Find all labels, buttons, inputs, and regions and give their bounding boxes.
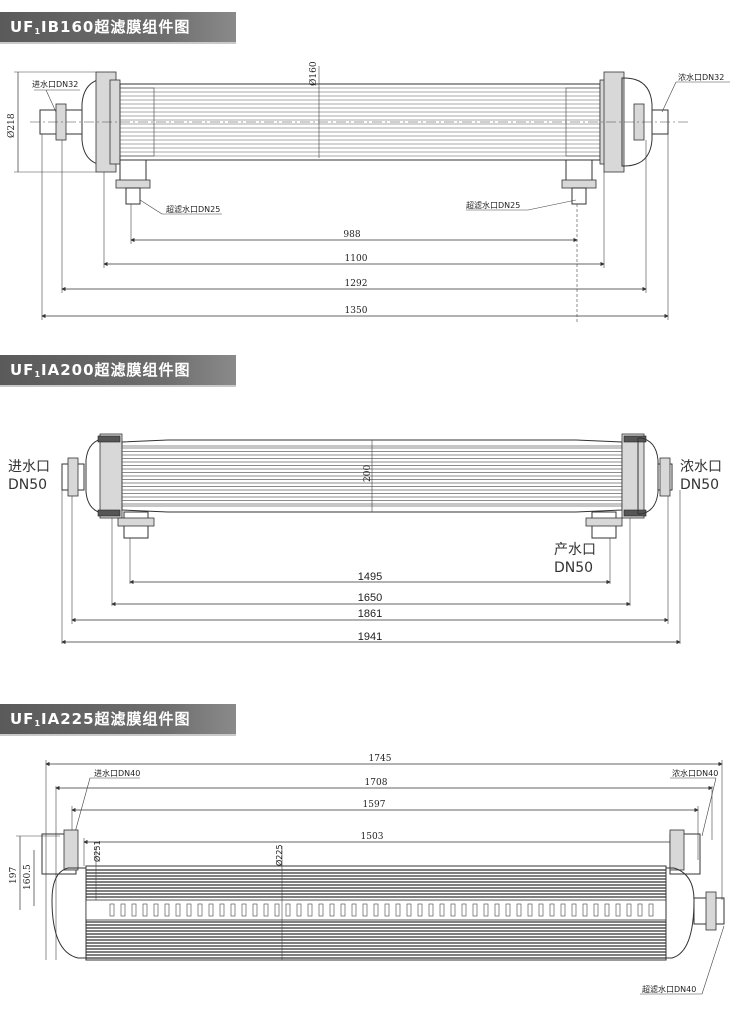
perforation-slot xyxy=(131,903,137,917)
perforation-slot xyxy=(593,903,599,917)
small-diameter-label: Ø251 xyxy=(92,840,102,862)
section-title-ia200: UF1IA200超滤膜组件图 xyxy=(0,355,236,385)
perforation-slot xyxy=(527,903,533,917)
perforation-slot xyxy=(384,903,390,917)
perforation-slot xyxy=(175,903,181,917)
perforation-slot xyxy=(406,903,412,917)
height-label: 160.5 xyxy=(23,864,33,890)
section-title-underline xyxy=(0,385,236,387)
diameter-label: Ø225 xyxy=(274,844,284,866)
dimension-label: 1100 xyxy=(345,254,368,264)
perforation-slot xyxy=(307,903,313,917)
perforation-slot xyxy=(516,903,522,917)
height-label: 197 xyxy=(9,867,19,884)
perforation-slot xyxy=(142,903,148,917)
flange-diameter-label: Ø218 xyxy=(6,113,17,138)
perforation-slot xyxy=(373,903,379,917)
perforation-slot xyxy=(450,903,456,917)
perforation-slot xyxy=(340,903,346,917)
inlet-label: 进水口 xyxy=(8,459,50,475)
module-ib160-drawing: Ø160 Ø218 进水口DN32 浓水口DN32 超滤水口DN25 超滤水口D… xyxy=(6,61,730,322)
perforation-slot xyxy=(395,903,401,917)
perforation-slot xyxy=(164,903,170,917)
section-title-ib160: UF1IB160超滤膜组件图 xyxy=(0,12,236,42)
dimension-label: 1941 xyxy=(358,631,382,643)
perforation-slot xyxy=(263,903,269,917)
perforation-slot xyxy=(472,903,478,917)
dimension-label: 988 xyxy=(343,230,360,240)
inlet-label: 进水口DN32 xyxy=(32,79,78,89)
product-size-label: DN50 xyxy=(554,560,593,576)
perforation-slot xyxy=(483,903,489,917)
diameter-label: 200 xyxy=(363,465,373,482)
inlet-label: 进水口DN40 xyxy=(94,768,140,778)
perforation-slot xyxy=(626,903,632,917)
perforation-slot xyxy=(208,903,214,917)
dimension-label: 1708 xyxy=(365,778,388,788)
perforation-slot xyxy=(109,903,115,917)
perforation-slot xyxy=(637,903,643,917)
perforation-slot xyxy=(615,903,621,917)
perforation-slot xyxy=(538,903,544,917)
section-title-ia225: UF1IA225超滤膜组件图 xyxy=(0,704,236,734)
dimension-label: 1503 xyxy=(361,832,384,842)
perforation-slot xyxy=(505,903,511,917)
perforation-slot xyxy=(428,903,434,917)
dimension-label: 1861 xyxy=(358,608,382,620)
perforation-slot xyxy=(362,903,368,917)
perforation-slot xyxy=(648,903,654,917)
product-label: 产水口 xyxy=(554,542,596,558)
diameter-label: Ø160 xyxy=(308,61,319,86)
concentrate-label: 浓水口DN40 xyxy=(672,768,718,778)
module-ia225-drawing: 1745 1708 1597 1503 进水口DN40 浓水口DN40 超滤水口… xyxy=(9,754,725,995)
filtrate-label: 超滤水口DN40 xyxy=(642,984,696,994)
dimension-label: 1350 xyxy=(345,306,368,316)
perforation-slot xyxy=(274,903,280,917)
perforation-slot xyxy=(318,903,324,917)
perforation-slot xyxy=(417,903,423,917)
perforation-slot xyxy=(197,903,203,917)
perforation-slot xyxy=(285,903,291,917)
perforation-slot xyxy=(494,903,500,917)
perforation-slot xyxy=(252,903,258,917)
perforation-slot xyxy=(439,903,445,917)
perforation-slot xyxy=(120,903,126,917)
perforation-slot xyxy=(241,903,247,917)
perforation-slot xyxy=(351,903,357,917)
concentrate-label: 浓水口 xyxy=(680,459,722,475)
perforation-slot xyxy=(219,903,225,917)
dimension-label: 1650 xyxy=(358,592,382,604)
filtrate-right-label: 超滤水口DN25 xyxy=(466,200,520,210)
perforation-slot xyxy=(461,903,467,917)
perforation-slot xyxy=(582,903,588,917)
dimension-label: 1597 xyxy=(363,800,386,810)
perforation-slot xyxy=(230,903,236,917)
perforation-slot xyxy=(571,903,577,917)
perforation-slot xyxy=(329,903,335,917)
perforation-slot xyxy=(153,903,159,917)
perforation-slot xyxy=(549,903,555,917)
perforation-slot xyxy=(560,903,566,917)
dimension-label: 1292 xyxy=(345,279,368,289)
dimension-label: 1495 xyxy=(358,571,382,583)
concentrate-label: 浓水口DN32 xyxy=(678,72,724,82)
filtrate-left-label: 超滤水口DN25 xyxy=(166,204,220,214)
dimension-label: 1745 xyxy=(369,754,392,764)
module-ia200-drawing: 200 进水口 DN50 浓水口 DN50 产水口 DN50 1495 16 xyxy=(8,433,722,645)
section-title-underline xyxy=(0,42,236,44)
inlet-size-label: DN50 xyxy=(8,477,47,493)
perforation-slot xyxy=(186,903,192,917)
section-title-underline xyxy=(0,734,236,736)
perforation-slot xyxy=(296,903,302,917)
concentrate-size-label: DN50 xyxy=(680,477,719,493)
perforation-slot xyxy=(604,903,610,917)
